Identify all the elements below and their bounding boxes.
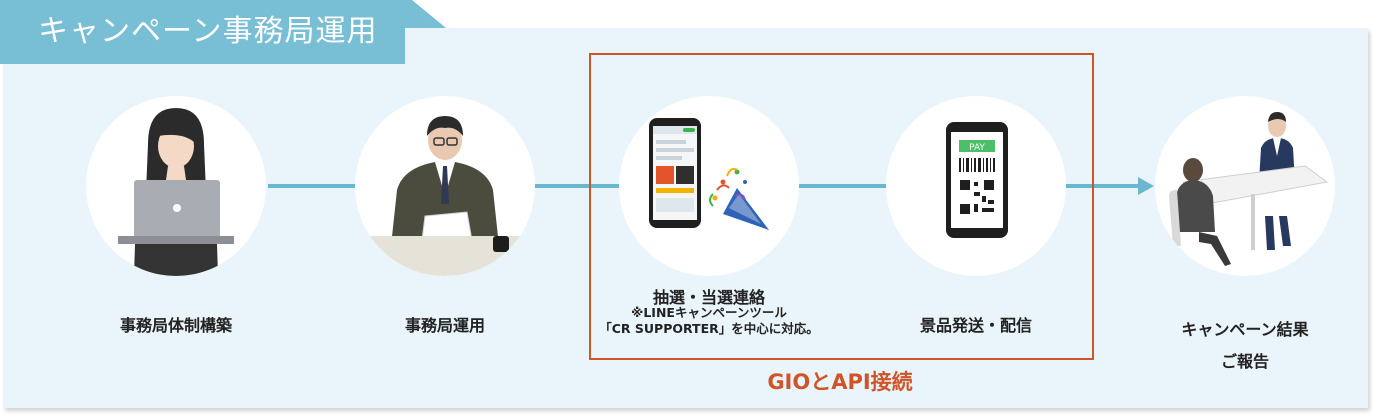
step-3-circle (619, 96, 799, 276)
step-1-circle (86, 96, 266, 276)
api-integration-label: GIOとAPI接続 (767, 370, 913, 394)
step-4-circle: PAY (886, 96, 1066, 276)
pay-label: PAY (969, 143, 985, 153)
step-5-label-line-2: ご報告 (1220, 352, 1269, 371)
api-integration-box (589, 53, 1094, 360)
step-2-circle (355, 96, 535, 276)
pay-phone-illustration: PAY (946, 122, 1008, 238)
connector-1 (268, 184, 358, 188)
step-3-note-line-2: 「CR SUPPORTER」を中心に対応。 (599, 321, 819, 336)
connector-2 (534, 184, 624, 188)
step-5-circle (1155, 96, 1335, 276)
man-reading-illustration (355, 116, 535, 276)
page-title: キャンペーン事務局運用 (38, 14, 378, 49)
connector-3 (799, 184, 889, 188)
step-1-label: 事務局体制構築 (119, 316, 232, 335)
step-2-label: 事務局運用 (404, 316, 485, 335)
step-3-note-line-1: ※LINEキャンペーンツール (631, 305, 787, 320)
step-5-label-line-1: キャンペーン結果 (1181, 320, 1309, 339)
step-3-label: 抽選・当選連絡 (652, 288, 765, 307)
meeting-illustration (1169, 112, 1329, 266)
connector-4 (1066, 184, 1140, 188)
arrowhead-icon (1138, 177, 1154, 195)
lottery-phone-illustration (649, 118, 769, 230)
title-tab (0, 0, 446, 64)
step-4-label: 景品発送・配信 (919, 316, 1032, 335)
woman-laptop-illustration (118, 108, 234, 276)
